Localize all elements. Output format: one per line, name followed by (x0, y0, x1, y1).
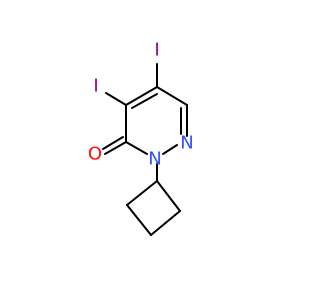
bond-c5-c6 (156, 86, 188, 106)
bond-n2-c3 (125, 141, 148, 155)
atom-iodine-left: I (93, 76, 98, 97)
bond-c4-c5-inner (131, 93, 158, 109)
atom-iodine-top: I (154, 40, 159, 61)
molecule-structure: I I O N N (88, 40, 194, 236)
bond-n1-n2 (162, 144, 178, 155)
atom-oxygen: O (88, 144, 102, 165)
atom-nitrogen-bottom: N (148, 149, 161, 170)
bond-cyclobutyl-d (126, 180, 158, 206)
bond-cyclobutyl-c (126, 204, 152, 236)
bond-c3-o (104, 141, 127, 155)
bond-c4-i (105, 92, 127, 106)
atom-nitrogen-top: N (180, 133, 193, 154)
molecule-canvas: I I O N N (87, 39, 194, 236)
bond-cyclobutyl-b (150, 210, 181, 236)
bond-c3-o-second (102, 136, 124, 150)
bond-cyclobutyl-a (156, 180, 181, 212)
bond-c4-c5 (125, 86, 158, 106)
